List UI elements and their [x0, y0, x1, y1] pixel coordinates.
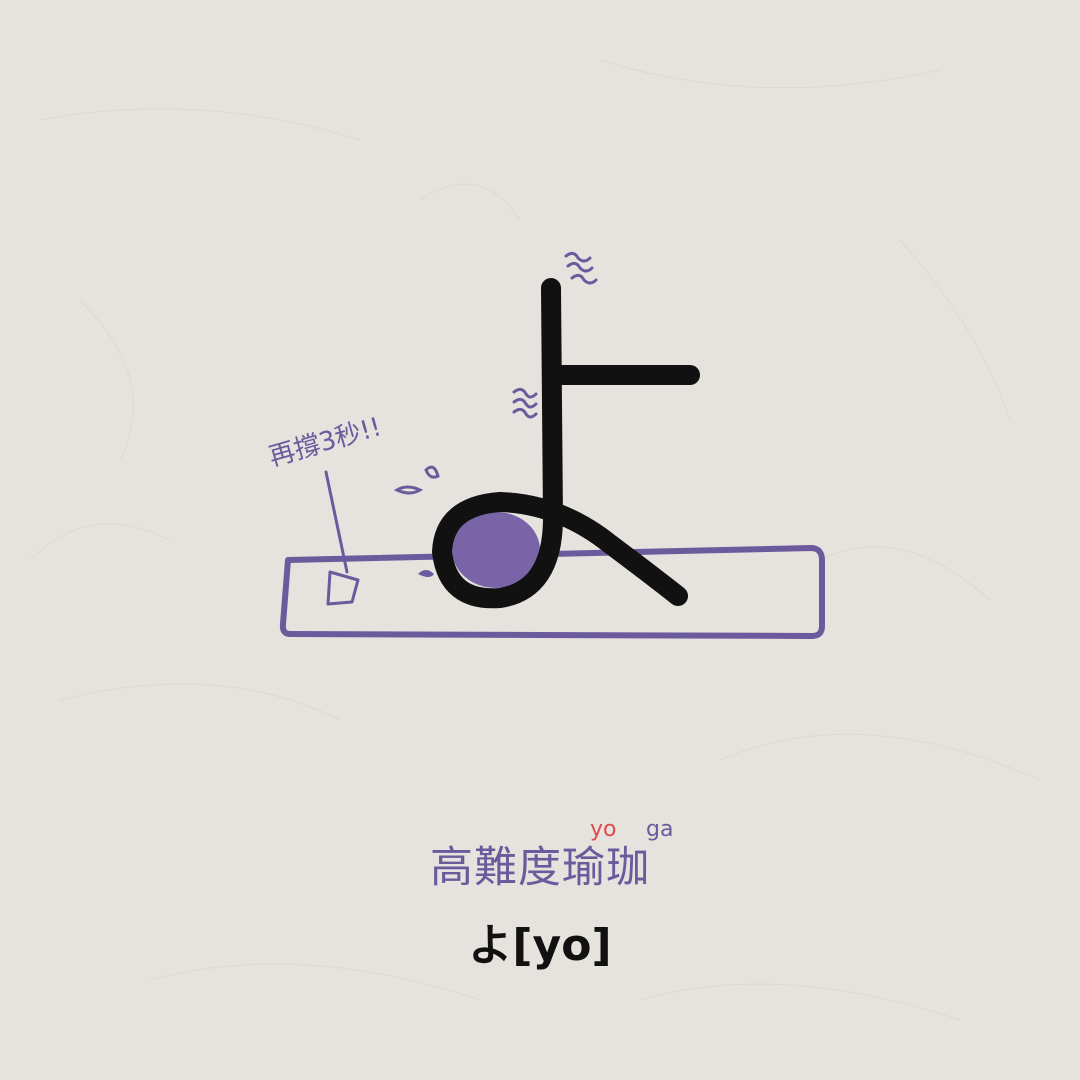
title-caption: yo ga 高難度瑜珈 [0, 818, 1080, 898]
romaji-text: よ[yo] [468, 920, 612, 971]
romaji-caption: よ[yo] [0, 918, 1080, 978]
ruby-ga: ga [646, 817, 674, 842]
arrow-icon [324, 470, 349, 574]
title-text: 高難度瑜珈 [430, 843, 650, 893]
ruby-yo: yo [590, 817, 617, 842]
sweat-drop-icon [418, 570, 434, 577]
hiragana-yo-figure-icon [432, 278, 700, 609]
yoga-mat-icon [279, 545, 825, 639]
hold-note: 再撐3秒!! [266, 412, 385, 473]
trembling-lines-icon [512, 251, 598, 419]
title-wrap: yo ga 高難度瑜珈 [430, 817, 673, 894]
